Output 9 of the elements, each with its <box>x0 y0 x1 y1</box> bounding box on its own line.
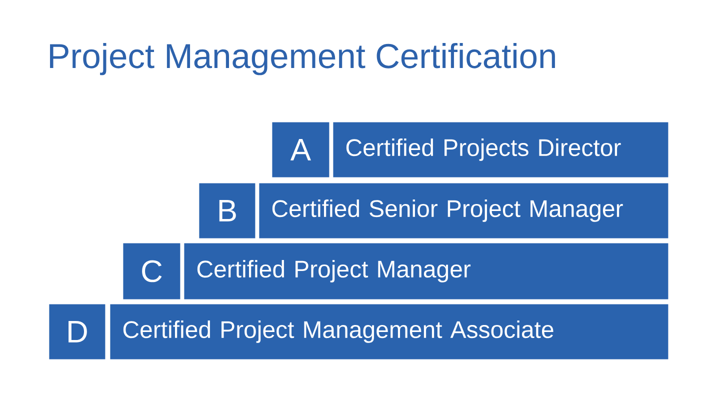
level-bar: Certified Project Manager <box>184 243 668 300</box>
letter-box: D <box>49 304 106 360</box>
letter-box: C <box>123 243 180 300</box>
level-bar: Certified Projects Director <box>333 122 668 178</box>
letter-box: B <box>199 183 256 238</box>
level-bar: Certified Project Management Associate <box>110 304 668 360</box>
level-bar: Certified Senior Project Manager <box>259 183 668 238</box>
letter-box: A <box>272 122 330 178</box>
title: Project Management Certification <box>50 43 555 76</box>
